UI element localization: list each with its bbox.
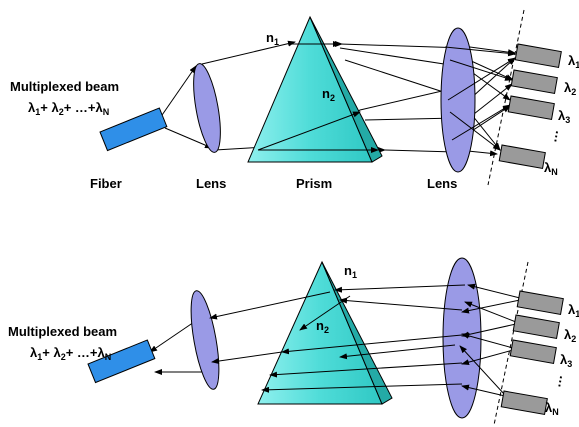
top-detector-2 — [510, 69, 558, 94]
bottom-output-2: λ2 — [564, 327, 576, 344]
top-lens-right — [440, 27, 476, 173]
bottom-output-3: λ3 — [560, 352, 572, 369]
bottom-detector-n — [500, 390, 548, 415]
bottom-diagram: Multiplexed beam λ1+ λ2+ …+λN n1 n2 λ1 λ… — [8, 257, 579, 426]
bottom-prism — [257, 260, 383, 405]
top-input-formula: λ1+ λ2+ …+λN — [28, 100, 109, 117]
bottom-output-1: λ1 — [568, 302, 579, 319]
bottom-output-dots: … — [548, 373, 565, 388]
top-detector-1 — [514, 43, 562, 68]
bottom-detector-3 — [509, 339, 557, 364]
top-focal-line — [487, 9, 525, 186]
top-input-title: Multiplexed beam — [10, 79, 119, 94]
top-index-n1: n1 — [266, 30, 279, 47]
bottom-output-n: λN — [545, 400, 559, 417]
top-diagram: Multiplexed beam λ1+ λ2+ …+λN n1 n2 Fibe… — [10, 9, 579, 191]
bottom-rays-front — [209, 283, 521, 397]
top-detector-3 — [507, 95, 555, 120]
top-lens-left — [193, 63, 221, 153]
top-output-1: λ1 — [568, 53, 579, 70]
top-detector-n — [498, 144, 546, 169]
top-label-lens-right: Lens — [427, 176, 457, 191]
bottom-fiber — [87, 339, 156, 384]
top-output-3: λ3 — [558, 108, 570, 125]
bottom-detector-2 — [512, 314, 560, 339]
bottom-input-title: Multiplexed beam — [8, 324, 117, 339]
bottom-index-n1: n1 — [344, 263, 357, 280]
top-label-lens-left: Lens — [196, 176, 226, 191]
bottom-lens-left — [190, 290, 220, 390]
top-output-2: λ2 — [564, 80, 576, 97]
bottom-detector-1 — [516, 290, 564, 315]
top-fiber — [99, 107, 168, 152]
top-output-n: λN — [544, 160, 558, 177]
top-output-dots: … — [544, 128, 561, 143]
bottom-input-formula: λ1+ λ2+ …+λN — [30, 345, 111, 362]
top-label-fiber: Fiber — [90, 176, 122, 191]
top-label-prism: Prism — [296, 176, 332, 191]
top-prism-side — [309, 16, 383, 163]
